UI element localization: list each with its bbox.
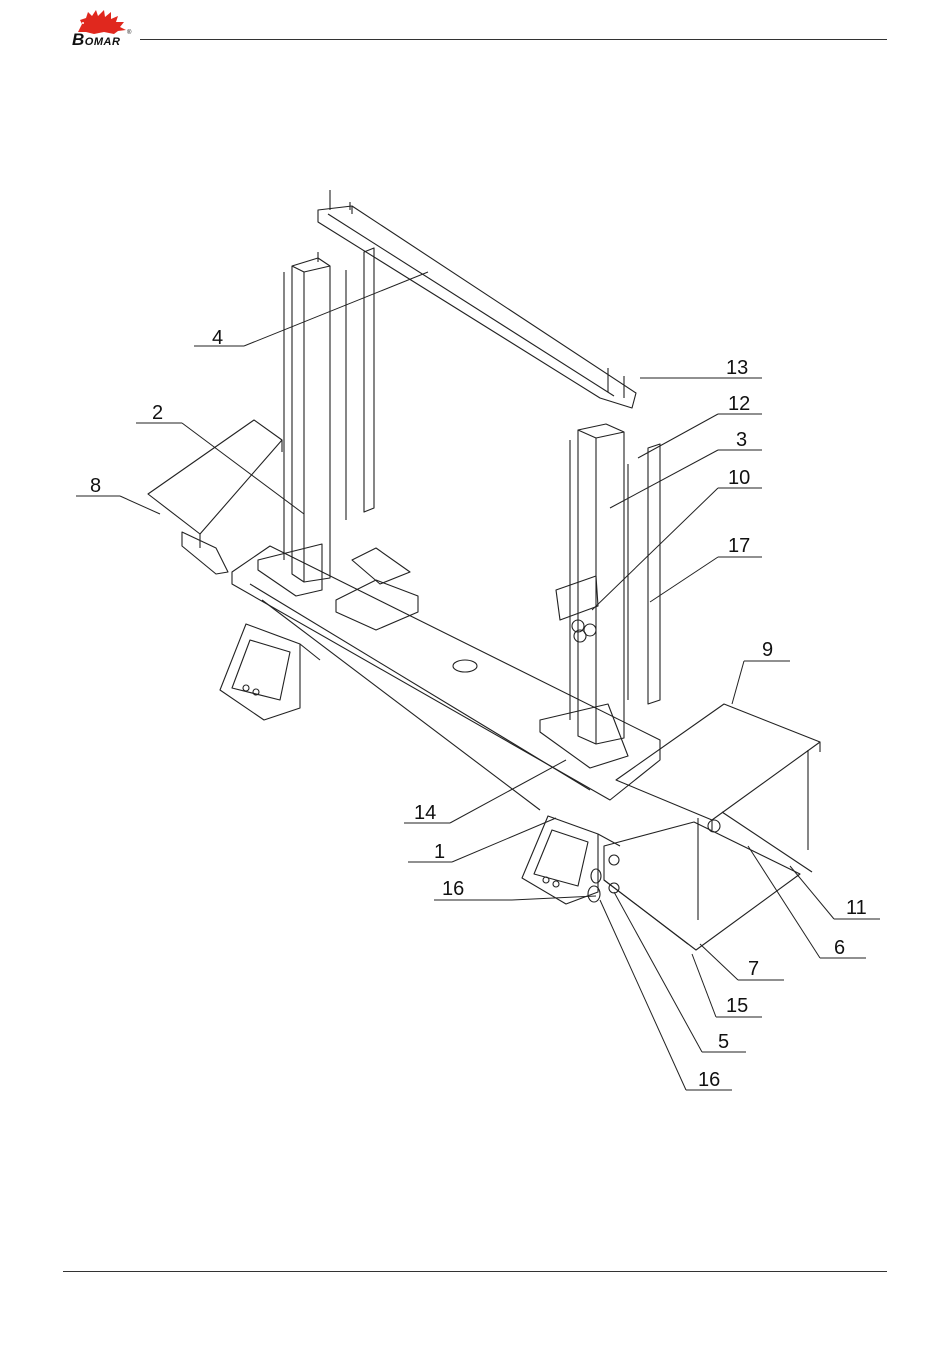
callout-label: 1 (434, 842, 445, 862)
callout-label: 11 (846, 898, 867, 918)
left-foot (220, 624, 320, 720)
callout-label: 8 (90, 476, 101, 496)
support-stand (588, 812, 812, 950)
callout-label: 17 (728, 536, 750, 556)
left-rack (346, 248, 374, 520)
left-column (284, 252, 330, 582)
leader-lines (76, 272, 880, 1090)
callout-label: 15 (726, 996, 748, 1016)
footer-rule (63, 1271, 887, 1272)
callout-label: 12 (728, 394, 750, 414)
callout-label: 6 (834, 938, 845, 958)
callout-label: 16 (442, 879, 464, 899)
callout-label: 5 (718, 1032, 729, 1052)
right-rack (628, 444, 660, 704)
callout-label: 7 (748, 959, 759, 979)
callout-label: 16 (698, 1070, 720, 1090)
bracket (556, 576, 598, 642)
callout-label: 9 (762, 640, 773, 660)
callout-label: 14 (414, 803, 436, 823)
callout-label: 3 (736, 430, 747, 450)
right-foot (522, 816, 620, 904)
top-crossbeam (318, 190, 636, 408)
right-tray (616, 704, 820, 920)
callout-label: 10 (728, 468, 750, 488)
callout-label: 13 (726, 358, 748, 378)
callout-label: 4 (212, 328, 223, 348)
callout-label: 2 (152, 403, 163, 423)
